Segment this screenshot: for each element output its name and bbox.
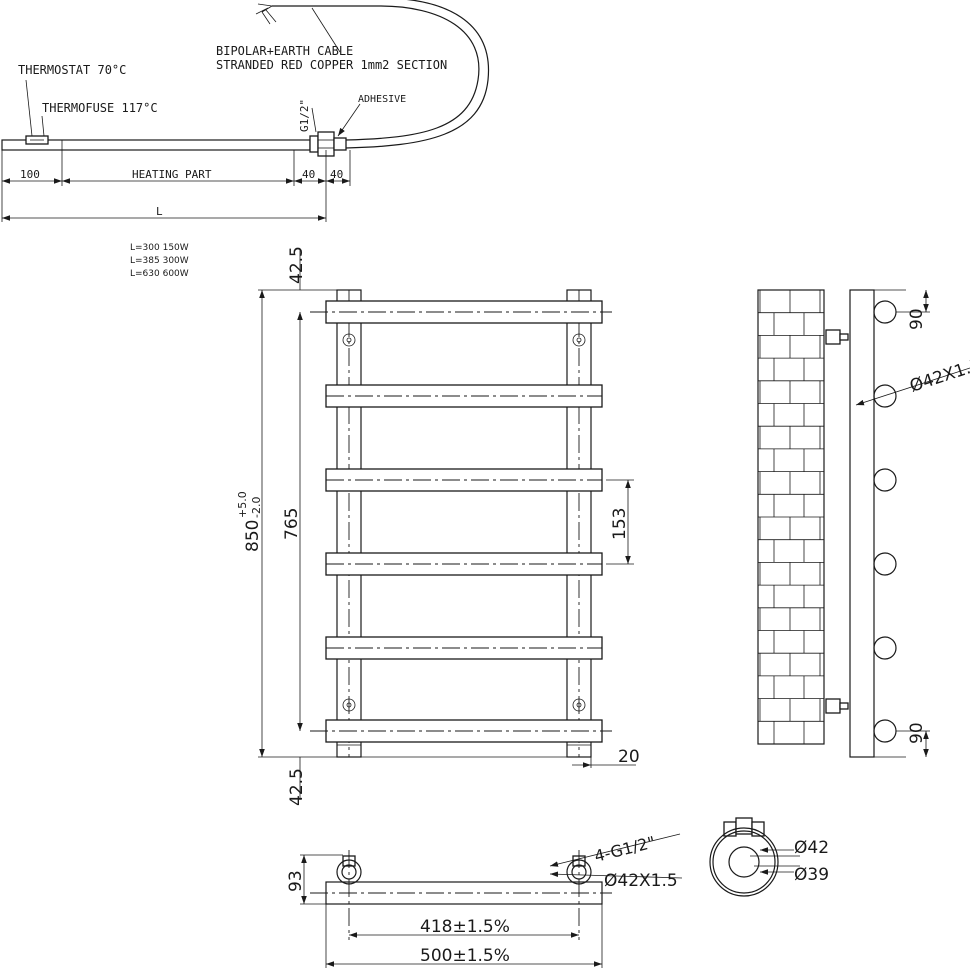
power-row-1: L=300 150W [130,243,189,253]
height-tol-lower: -2.0 [250,497,263,518]
plan-total-width: 500±1.5% [420,946,510,966]
height-tol-upper: +5.0 [236,491,249,518]
height-main-dim: 850 [243,520,263,552]
bottom-view: 93 418±1.5% 500±1.5% 4-G1/2" Ø42X1.5 [286,832,683,968]
bracket-top [825,329,841,345]
adhesive-label: ADHESIVE [358,94,406,105]
bracket-bottom [825,698,841,714]
mounting-points [342,333,586,712]
plan-depth-dim: 93 [286,870,306,892]
power-row-2: L=385 300W [130,256,189,266]
towel-bars [310,300,612,743]
side-tube-label: Ø42X1.5 [907,355,970,397]
plan-connections [336,850,592,940]
thread-label: G1/2" [298,99,311,132]
cable-inner [345,0,490,149]
bar-pitch-dim: 153 [610,508,630,540]
side-view: 90 90 Ø42X1.5 [757,289,970,758]
tube-outer-circle [709,827,779,897]
cable-label-line1: BIPOLAR+EARTH CABLE [216,44,353,58]
height-centers-dim: 765 [282,508,302,540]
front-dimensions: 42.5 42.5 850 +5.0 -2.0 765 153 20 [236,246,640,806]
side-upright [849,289,875,758]
section-inner-dia: Ø39 [794,865,829,885]
element-dimensions: 100 HEATING PART 40 40 L [1,150,351,222]
dim-40-b: 40 [330,168,343,181]
tube-section-view: Ø42 Ø39 [709,817,829,897]
top-gap-dim: 42.5 [287,246,307,284]
side-top-spacing: 90 [907,308,927,330]
dim-40-a: 40 [302,168,315,181]
thermostat-label: THERMOSTAT 70°C [18,63,126,77]
plan-centers-width: 418±1.5% [420,917,510,937]
cable-label-line2: STRANDED RED COPPER 1mm2 SECTION [216,58,447,72]
side-bottom-spacing: 90 [907,722,927,744]
brick-wall [757,289,825,745]
plan-connection-label: 4-G1/2" [592,832,657,865]
section-outer-dia: Ø42 [794,838,829,858]
dim-100: 100 [20,168,40,181]
thread-fitting [309,135,319,153]
tube-inner-circle [728,846,760,878]
bar-sections [873,300,897,743]
length-label: L [156,205,163,218]
thermofuse-label: THERMOFUSE 117°C [42,101,158,115]
side-offset-dim: 20 [618,747,640,767]
bottom-gap-dim: 42.5 [287,768,307,806]
cable-outer [272,5,480,141]
gland [333,137,347,151]
plan-tube-label: Ø42X1.5 [604,871,678,891]
heating-part-label: HEATING PART [132,168,212,181]
power-row-3: L=630 600W [130,269,189,279]
front-view: 42.5 42.5 850 +5.0 -2.0 765 153 20 [236,246,640,806]
heating-element-drawing: THERMOSTAT 70°C THERMOFUSE 117°C BIPOLAR… [1,0,490,279]
